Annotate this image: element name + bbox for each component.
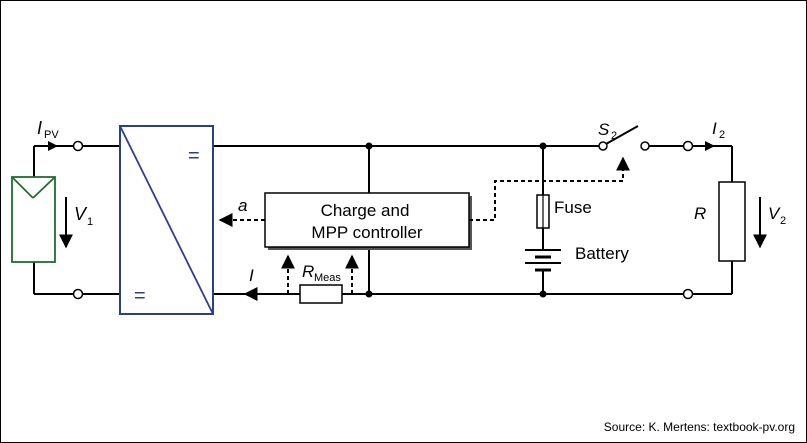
v2-sub: 2 bbox=[780, 215, 786, 227]
r-meas-resistor bbox=[299, 284, 343, 304]
controller-line-1: Charge and bbox=[321, 201, 410, 220]
i-meas-label: I bbox=[249, 266, 254, 285]
pv-module bbox=[11, 176, 56, 263]
i2-arrowhead bbox=[705, 141, 715, 151]
converter-bottom-symbol: = bbox=[134, 285, 146, 307]
i2-label: I bbox=[712, 119, 717, 138]
load-resistor bbox=[718, 181, 746, 262]
s2-label: S bbox=[598, 120, 610, 139]
load-resistor-label: R bbox=[694, 204, 706, 223]
switch-s2 bbox=[605, 125, 639, 145]
battery-symbol bbox=[525, 249, 561, 272]
junction-dots bbox=[365, 142, 547, 298]
terminals bbox=[72, 140, 694, 300]
charge-mpp-controller: Charge and MPP controller bbox=[264, 192, 472, 250]
i-pv-sub: PV bbox=[44, 129, 59, 141]
dc-dc-converter: = = bbox=[119, 125, 214, 315]
v2-label: V bbox=[768, 204, 781, 223]
s2-sub: 2 bbox=[611, 130, 617, 142]
switch-control-dashed bbox=[469, 156, 630, 221]
controller-line-2: MPP controller bbox=[311, 223, 423, 242]
v1-sub: 1 bbox=[87, 216, 93, 228]
fuse-label: Fuse bbox=[554, 198, 592, 217]
battery-label: Battery bbox=[575, 244, 629, 263]
source-credit: Source: K. Mertens: textbook-pv.org bbox=[604, 420, 795, 434]
i-pv-label: I bbox=[37, 118, 42, 138]
r-meas-label: R bbox=[302, 262, 314, 281]
v1-label: V bbox=[74, 204, 88, 224]
signal-a-label: a bbox=[238, 196, 247, 215]
r-meas-sub: Meas bbox=[314, 272, 341, 284]
i2-sub: 2 bbox=[719, 129, 725, 141]
i-pv-arrowhead bbox=[48, 141, 58, 151]
converter-top-symbol: = bbox=[188, 145, 200, 167]
